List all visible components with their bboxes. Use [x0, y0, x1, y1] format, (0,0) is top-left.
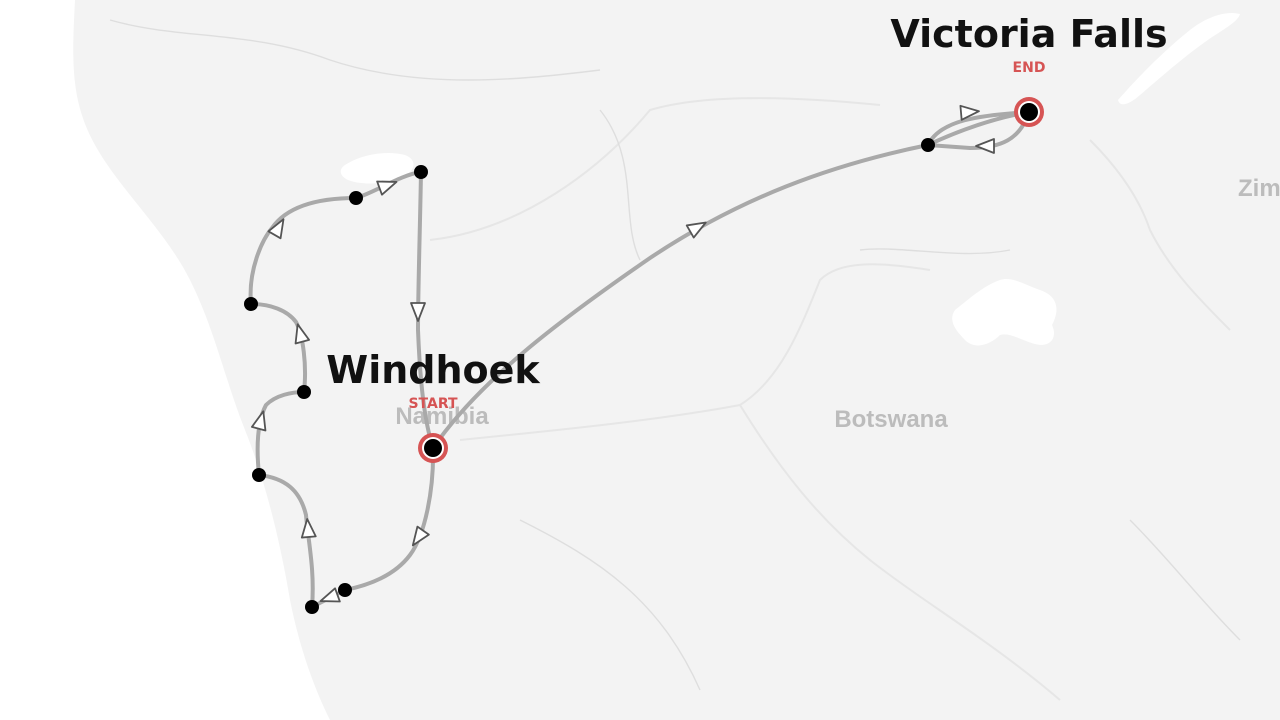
lake-kariba	[1118, 12, 1240, 105]
end-marker[interactable]	[1014, 97, 1044, 127]
arrow-icon	[251, 410, 267, 432]
okavango-delta	[952, 279, 1057, 346]
route-stops	[244, 138, 935, 614]
road-line	[1129, 519, 1241, 641]
start-marker[interactable]	[418, 433, 448, 463]
route-stop[interactable]	[414, 165, 428, 179]
arrow-icon	[376, 180, 398, 196]
arrow-icon	[267, 218, 285, 240]
country-label-zimbabwe: Zim	[1238, 175, 1280, 202]
road-line	[599, 109, 641, 261]
route-stop[interactable]	[252, 468, 266, 482]
road-line	[109, 19, 601, 81]
arrow-icon	[959, 104, 980, 121]
arrow-icon	[685, 221, 707, 239]
arrow-icon	[411, 525, 430, 547]
arrow-icon	[319, 587, 341, 603]
border-line	[459, 263, 931, 441]
route-stop[interactable]	[297, 385, 311, 399]
arrow-icon	[294, 323, 310, 345]
arrow-icon	[975, 138, 995, 154]
road-line	[859, 248, 1011, 255]
start-tag: START	[408, 396, 458, 412]
route-stop[interactable]	[338, 583, 352, 597]
city-label-victoria-falls: Victoria Falls	[890, 12, 1167, 56]
etosha-pan	[340, 153, 414, 184]
route-stop[interactable]	[921, 138, 935, 152]
end-tag: END	[1013, 60, 1046, 76]
city-label-windhoek: Windhoek	[326, 348, 540, 392]
border-line	[1089, 139, 1231, 331]
road-line	[519, 519, 701, 691]
country-label-botswana: Botswana	[834, 406, 948, 433]
route-stop[interactable]	[305, 600, 319, 614]
border-line	[429, 97, 881, 241]
country-label-namibia: Namibia	[395, 403, 489, 430]
route-stop[interactable]	[244, 297, 258, 311]
ocean-area	[0, 0, 330, 720]
route-stop[interactable]	[349, 191, 363, 205]
border-line	[739, 404, 1061, 701]
arrow-icon	[410, 302, 426, 322]
arrow-icon	[300, 518, 317, 539]
direction-arrows	[251, 104, 995, 603]
